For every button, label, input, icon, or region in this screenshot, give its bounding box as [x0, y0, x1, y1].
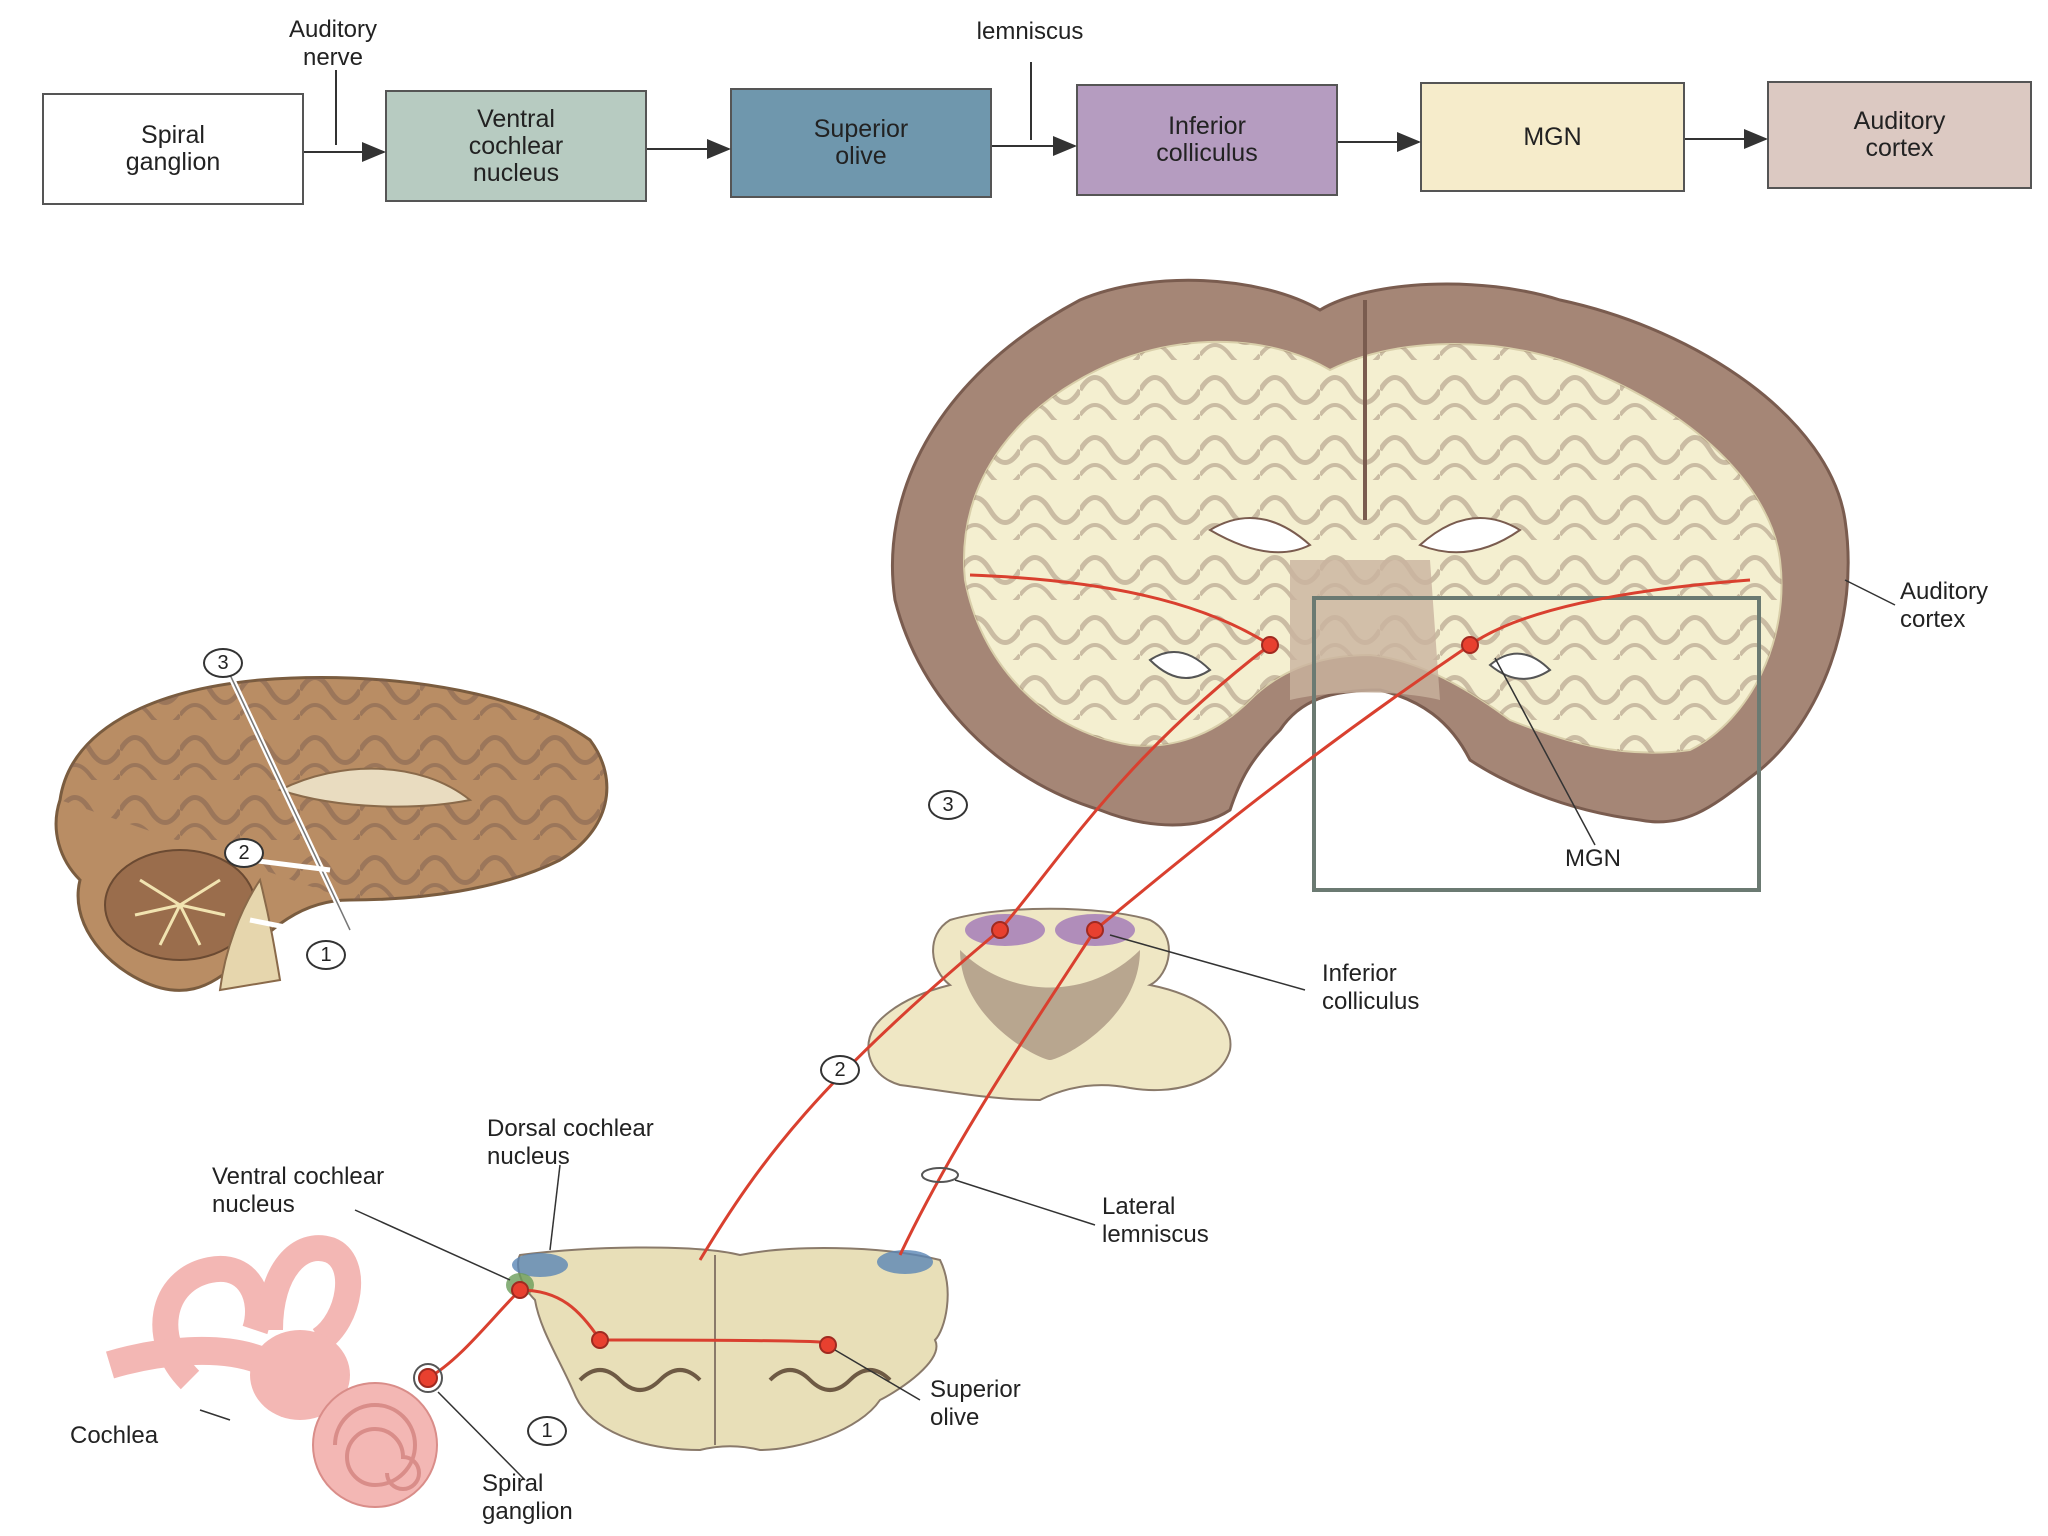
section-marker-1-sagittal: 1	[306, 940, 346, 970]
section-marker-3-sagittal: 3	[203, 648, 243, 678]
lateral-lemniscus-marker	[921, 1167, 959, 1183]
pathway-nuclei	[418, 636, 1479, 1388]
brainstem	[218, 877, 282, 992]
ventricle-left	[1208, 517, 1312, 554]
flow-node-superior-olive: Superior olive	[730, 88, 992, 198]
mgn-highlight-box	[1312, 596, 1761, 892]
label-lateral-lemniscus: Lateral lemniscus	[1102, 1193, 1209, 1248]
label-inferior-colliculus: Inferior colliculus	[1322, 960, 1420, 1015]
flow-node-auditory-cortex: Auditory cortex	[1767, 81, 2032, 189]
label-spiral-ganglion: Spiral ganglion	[482, 1470, 573, 1525]
edge-label-auditory-nerve: Auditory nerve	[288, 16, 378, 71]
section-marker-2-sagittal: 2	[224, 838, 264, 868]
sagittal-brain	[54, 660, 609, 992]
flow-node-ventral-cochlear-nucleus: Ventral cochlear nucleus	[385, 90, 647, 202]
spiral-ganglion-marker	[413, 1363, 443, 1393]
section-marker-3-coronal: 3	[928, 790, 968, 820]
inner-ear	[105, 1235, 438, 1508]
flow-node-spiral-ganglion: Spiral ganglion	[42, 93, 304, 205]
label-ventral-cochlear-nucleus: Ventral cochlear nucleus	[212, 1163, 385, 1218]
edge-label-lemniscus: lemniscus	[976, 18, 1084, 45]
label-auditory-cortex: Auditory cortex	[1900, 578, 1989, 633]
flow-node-inferior-colliculus: Inferior colliculus	[1076, 84, 1338, 196]
label-superior-olive: Superior olive	[930, 1376, 1021, 1431]
label-dorsal-cochlear-nucleus: Dorsal cochlear nucleus	[487, 1115, 654, 1170]
coronal-brain-section	[891, 278, 1850, 827]
midbrain-section	[867, 907, 1232, 1102]
ventricle-right	[1418, 517, 1522, 554]
section-marker-1-medulla: 1	[527, 1416, 567, 1446]
medulla-section	[506, 1246, 949, 1452]
thalamus	[1290, 560, 1440, 700]
section-marker-2-midbrain: 2	[820, 1055, 860, 1085]
auditory-pathway	[427, 573, 1751, 1380]
leader-lines	[199, 579, 1896, 1481]
label-cochlea: Cochlea	[70, 1422, 159, 1449]
label-mgn: MGN	[1565, 845, 1621, 872]
flow-node-mgn: MGN	[1420, 82, 1685, 192]
